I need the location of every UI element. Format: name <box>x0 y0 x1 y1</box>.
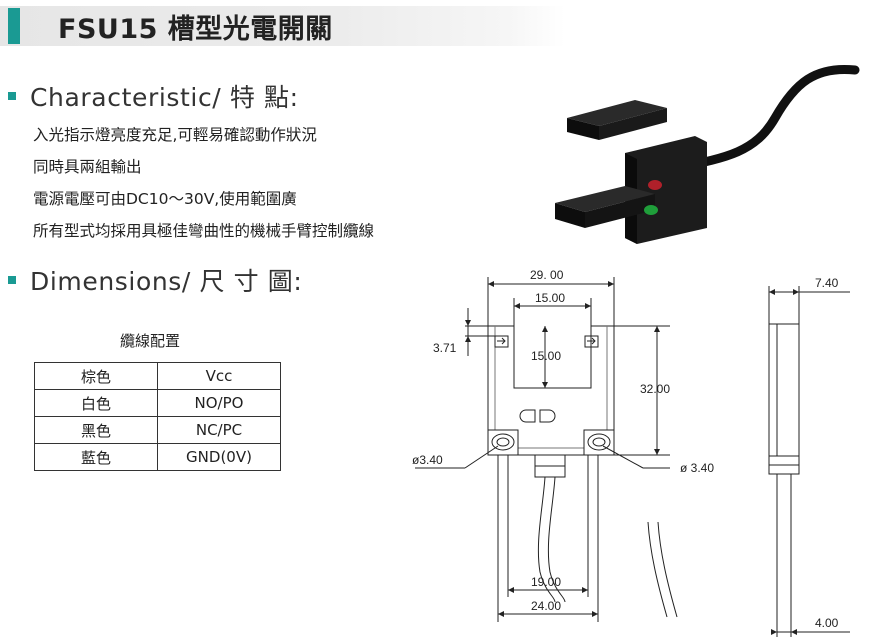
receiver-arrow-icon <box>584 335 599 348</box>
cable-left <box>537 476 556 603</box>
title-accent-bar <box>8 8 20 44</box>
sensor-arm-top <box>567 100 667 126</box>
bullet-square-icon <box>8 276 16 284</box>
wire-table-caption: 纜線配置 <box>120 332 181 350</box>
feature-line: 電源電壓可由DC10～30V,使用範圍廣 <box>33 190 297 208</box>
dim-height-label: 32.00 <box>640 382 670 396</box>
dim-thickness-label: 7.40 <box>815 276 839 290</box>
sensor-arm-bottom-front <box>585 194 655 228</box>
side-dimension-drawing: 7.40 4.00 <box>768 276 850 637</box>
table-row: 藍色 GND(0V) <box>34 443 281 471</box>
sensor-arm-bottom-side <box>555 203 585 228</box>
feature-line: 所有型式均採用具極佳彎曲性的機械手臂控制纜線 <box>33 222 375 240</box>
mount-hole-left-icon <box>491 433 515 451</box>
dim-top-offset-label: 3.71 <box>433 341 457 355</box>
dim-slot-width-label: 15.00 <box>535 291 565 305</box>
dim-bottom-width-label: 24.00 <box>531 599 561 613</box>
dimensions-heading: Dimensions/ 尺 寸 圖: <box>8 262 302 298</box>
wire-signal-cell: NC/PC <box>157 416 281 444</box>
led-red-icon <box>648 180 662 190</box>
sensor-arm-top-front <box>599 108 667 140</box>
dim-cable-spacing-label: 19.00 <box>531 575 561 589</box>
led-window-right-icon <box>539 409 556 423</box>
title-bar <box>0 6 565 46</box>
side-body-outline <box>768 323 800 457</box>
wire-table: 棕色 Vcc 白色 NO/PO 黑色 NC/PC 藍色 GND(0V) <box>34 362 281 471</box>
wire-color-cell: 黑色 <box>34 416 158 444</box>
dim-hole-left-label: ø3.40 <box>412 453 443 467</box>
sensor-body <box>625 136 707 244</box>
led-window-left-icon <box>519 409 536 423</box>
wire-signal-cell: Vcc <box>157 362 281 390</box>
characteristic-heading: Characteristic/ 特 點: <box>8 78 299 114</box>
sensor-arm-bottom <box>555 186 655 212</box>
sensor-arm-top-side <box>567 118 599 140</box>
wire-color-cell: 棕色 <box>34 362 158 390</box>
table-row: 黑色 NC/PC <box>34 416 281 444</box>
bullet-square-icon <box>8 92 16 100</box>
page-title: FSU15 槽型光電開關 <box>58 14 333 45</box>
feature-line: 同時具兩組輸出 <box>33 158 142 176</box>
dim-slot-depth-label: 15.00 <box>531 349 561 363</box>
characteristic-heading-text: Characteristic/ 特 點: <box>30 83 299 112</box>
table-row: 棕色 Vcc <box>34 362 281 390</box>
mount-hole-right-icon <box>587 433 611 451</box>
wire-signal-cell: NO/PO <box>157 389 281 417</box>
dimensions-heading-text: Dimensions/ 尺 寸 圖: <box>30 267 303 296</box>
wire-color-cell: 白色 <box>34 389 158 417</box>
wire-color-cell: 藍色 <box>34 443 158 471</box>
dim-hole-right-label: ø 3.40 <box>680 461 714 475</box>
table-row: 白色 NO/PO <box>34 389 281 417</box>
wire-signal-cell: GND(0V) <box>157 443 281 471</box>
dim-width-label: 29. 00 <box>530 268 564 282</box>
cable-right <box>647 521 668 618</box>
emitter-arrow-icon <box>494 335 509 348</box>
front-dimension-drawing: 29. 00 15.00 15.00 3.71 32.00 ø3.40 ø 3.… <box>412 268 714 622</box>
sensor-product-image <box>555 64 860 244</box>
sensor-inner-line <box>494 326 608 449</box>
feature-line: 入光指示燈亮度充足,可輕易確認動作狀況 <box>33 126 317 144</box>
led-green-icon <box>644 205 658 215</box>
sensor-cable <box>670 64 860 173</box>
dim-cable-width-label: 4.00 <box>815 616 839 630</box>
